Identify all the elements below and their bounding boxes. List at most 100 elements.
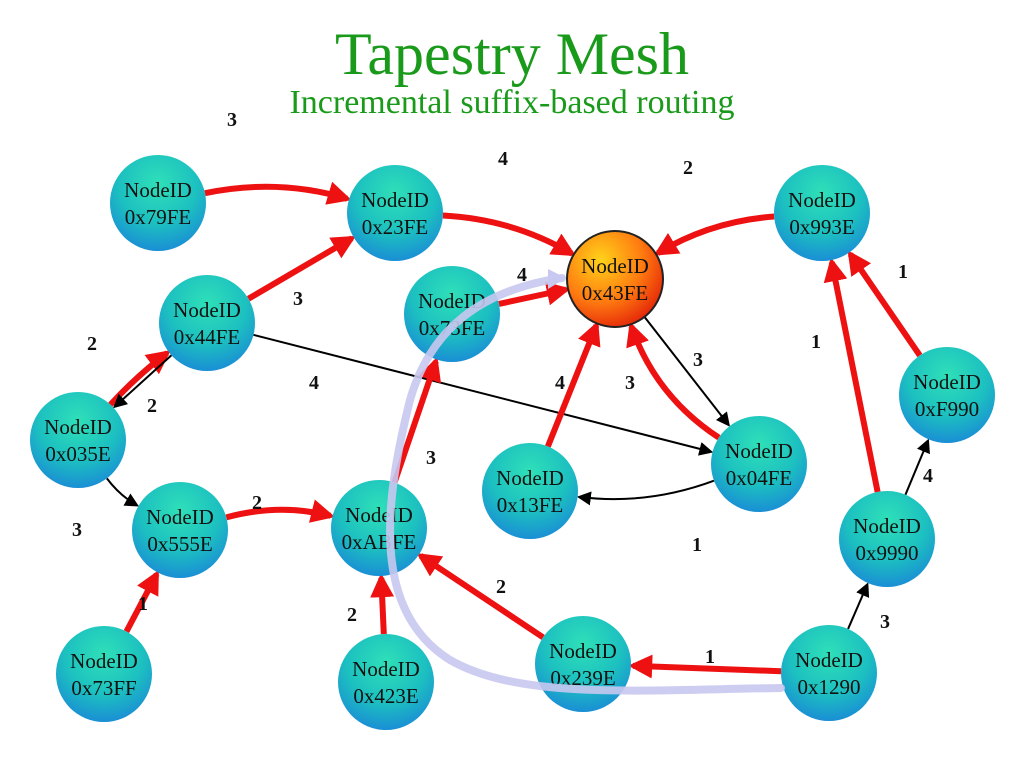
node-prefix-label: NodeID [549, 639, 617, 663]
edge-0x79FE-to-0x23FE [204, 181, 352, 205]
node-circle [347, 165, 443, 261]
node-prefix-label: NodeID [44, 415, 112, 439]
edge-level-label: 2 [683, 157, 693, 179]
edge-level-label: 2 [147, 395, 157, 417]
edge-0x04FE-to-0x43FE [626, 321, 721, 441]
node-id-label: 0x993E [789, 215, 854, 239]
edge-0xABFE-to-0x73FE [391, 356, 442, 484]
edge-0x13FE-to-0x43FE [545, 320, 601, 448]
node-id-label: 0x23FE [362, 215, 429, 239]
node-id-label: 0xABFE [342, 530, 417, 554]
node-circle [404, 266, 500, 362]
edge-level-label: 3 [625, 372, 635, 394]
node-id-label: 0xF990 [915, 397, 979, 421]
edge-level-label: 4 [517, 264, 527, 286]
overlay-route-arrowhead [548, 269, 566, 289]
edge-0x73FE-to-0x43FE [498, 281, 571, 307]
edge-level-label: 1 [705, 646, 715, 668]
edge-0x035E-to-0x44FE [108, 350, 171, 407]
node-0x44fe: NodeID 0x44FE [159, 275, 255, 371]
slide-title: Tapestry Mesh [334, 21, 690, 87]
node-circle [839, 491, 935, 587]
edge-0x9990-to-0x993E [823, 257, 881, 493]
node-0x1290: NodeID 0x1290 [781, 625, 877, 721]
edge-0x993E-to-0x43FE [653, 213, 775, 256]
node-circle [774, 165, 870, 261]
edge-0x23FE-to-0x43FE [442, 212, 577, 257]
edge-level-label: 3 [426, 447, 436, 469]
edge-0xF990-to-0x993E [847, 250, 923, 358]
node-circle [338, 634, 434, 730]
node-id-label: 0x9990 [856, 541, 919, 565]
node-prefix-label: NodeID [795, 648, 863, 672]
overlay-route-path [386, 274, 785, 695]
target-node-circle [566, 230, 664, 328]
edge-0x555E-to-0xABFE [225, 499, 336, 523]
node-prefix-label: NodeID [725, 439, 793, 463]
edge-0x423E-to-0xABFE [370, 573, 395, 635]
node-id-label: 0x73FF [71, 676, 136, 700]
node-prefix-label: NodeID [124, 178, 192, 202]
node-prefix-label: NodeID [788, 188, 856, 212]
edge-level-label: 3 [693, 349, 703, 371]
node-circle [535, 616, 631, 712]
node-id-label: 0x423E [353, 684, 418, 708]
node-prefix-label: NodeID [352, 657, 420, 681]
edge-level-label: 2 [496, 576, 506, 598]
edge-level-label: 3 [293, 288, 303, 310]
edge-0x1290-to-0x239E [628, 654, 782, 679]
edge-0x44FE-to-0x035E [112, 354, 173, 409]
edge-level-label: 3 [72, 519, 82, 541]
edge-0x44FE-to-0x04FE [253, 333, 714, 456]
node-id-label: 0x13FE [497, 493, 564, 517]
edge-level-label: 4 [498, 148, 508, 170]
node-0x423e: NodeID 0x423E [338, 634, 434, 730]
node-prefix-label: NodeID [173, 298, 241, 322]
node-prefix-label: NodeID [70, 649, 138, 673]
edge-0x9990-to-0xF990 [904, 438, 930, 496]
edge-0x035E-to-0x555E [106, 477, 140, 507]
edge-level-label: 3 [227, 109, 237, 131]
node-id-label: 0x43FE [582, 281, 649, 305]
edge-0x04FE-to-0x13FE [576, 479, 715, 506]
node-prefix-label: NodeID [913, 370, 981, 394]
node-circle [711, 416, 807, 512]
node-circle [331, 480, 427, 576]
edge-level-label: 4 [923, 465, 933, 487]
node-circle [899, 347, 995, 443]
node-circle [132, 482, 228, 578]
node-prefix-label: NodeID [581, 254, 649, 278]
edge-0x43FE-to-0x04FE [643, 316, 731, 427]
node-0x993e: NodeID 0x993E [774, 165, 870, 261]
node-id-label: 0x44FE [174, 325, 241, 349]
node-circle [56, 626, 152, 722]
slide-subtitle: Incremental suffix-based routing [289, 84, 735, 121]
edge-0x73FF-to-0x555E [123, 569, 160, 633]
edge-level-label: 1 [811, 331, 821, 353]
node-id-label: 0x035E [45, 442, 110, 466]
edge-0x44FE-to-0x23FE [246, 235, 356, 302]
edge-level-label: 1 [898, 261, 908, 283]
node-circle [159, 275, 255, 371]
edge-level-label: 3 [880, 611, 890, 633]
node-circle [30, 392, 126, 488]
node-0x73ff: NodeID 0x73FF [56, 626, 152, 722]
node-id-label: 0x79FE [125, 205, 192, 229]
node-id-label: 0x1290 [798, 675, 861, 699]
node-prefix-label: NodeID [345, 503, 413, 527]
node-circle [781, 625, 877, 721]
node-0x43fe: NodeID 0x43FE [566, 230, 664, 328]
edge-level-label: 2 [347, 604, 357, 626]
node-id-label: 0x555E [147, 532, 212, 556]
edge-level-label: 2 [87, 333, 97, 355]
edge-level-label: 1 [138, 593, 148, 615]
